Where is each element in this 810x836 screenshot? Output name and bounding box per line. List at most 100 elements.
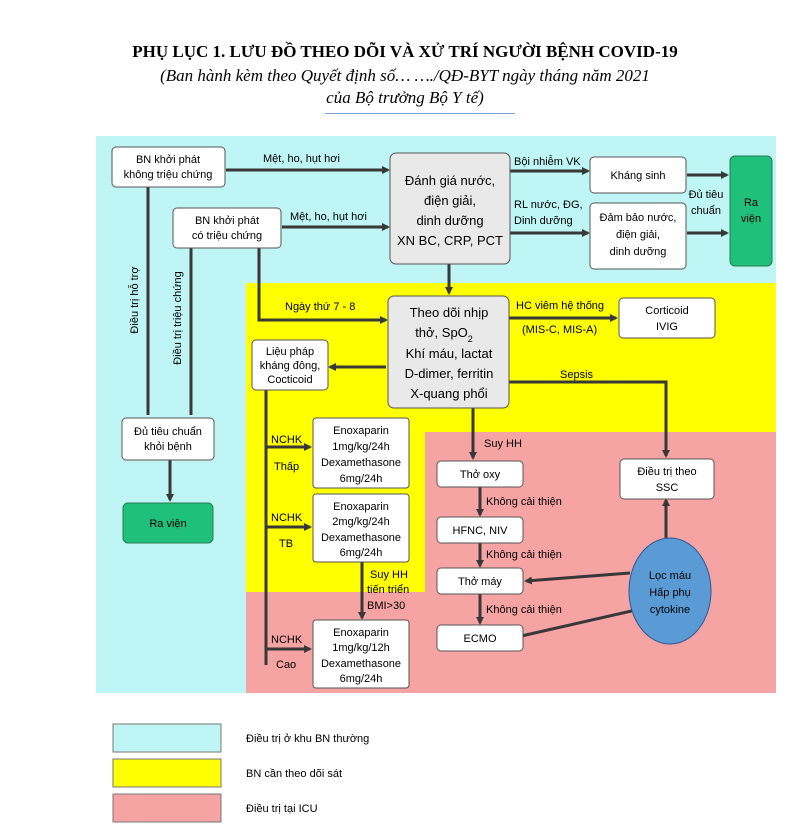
box-asymptomatic-onset: BN khởi phát không triệu chứng <box>111 146 226 188</box>
box-fluid-electrolyte: Đảm bảo nước, điện giải, dinh dưỡng <box>589 202 687 270</box>
svg-text:Không cải thiện: Không cải thiện <box>486 549 562 561</box>
page-subtitle-line2: của Bộ trưởng Bộ Y tế) <box>326 88 484 107</box>
svg-text:1mg/kg/12h: 1mg/kg/12h <box>332 642 389 654</box>
svg-text:Theo dõi nhịp: Theo dõi nhịp <box>410 305 489 320</box>
svg-text:Dexamethasone: Dexamethasone <box>321 457 401 469</box>
svg-text:Mệt, ho, hụt hơi: Mệt, ho, hụt hơi <box>263 153 340 165</box>
svg-text:Đảm bảo nước,: Đảm bảo nước, <box>600 212 677 224</box>
svg-text:Suy HH: Suy HH <box>370 569 408 581</box>
svg-text:BMI>30: BMI>30 <box>367 600 405 612</box>
svg-text:Không cải thiện: Không cải thiện <box>486 496 562 508</box>
svg-text:Sepsis: Sepsis <box>560 369 594 381</box>
box-discharge-criteria: Đủ tiêu chuẩn khỏi bệnh <box>121 417 215 461</box>
svg-text:Dinh dưỡng: Dinh dưỡng <box>514 215 573 227</box>
svg-text:NCHK: NCHK <box>271 434 303 446</box>
svg-text:chuẩn: chuẩn <box>691 205 721 217</box>
svg-text:Khí máu, lactat: Khí máu, lactat <box>406 346 493 361</box>
svg-text:Thấp: Thấp <box>274 461 299 473</box>
box-monitoring: Theo dõi nhịp thở, SpO2 Khí máu, lactat … <box>387 295 510 409</box>
legend-item-normal-ward: Điều trị ở khu BN thường <box>112 723 369 753</box>
svg-text:Ra: Ra <box>744 197 759 209</box>
svg-text:Hấp phụ: Hấp phụ <box>649 587 691 599</box>
box-dose-high: Enoxaparin 1mg/kg/12h Dexamethasone 6mg/… <box>312 619 410 689</box>
svg-text:BN cần theo dõi sát: BN cần theo dõi sát <box>246 768 342 780</box>
box-ventilator: Thở máy <box>436 567 524 595</box>
svg-text:Mệt, ho, hụt hơi: Mệt, ho, hụt hơi <box>290 211 367 223</box>
svg-text:Thở máy: Thở máy <box>458 576 502 588</box>
svg-text:Dexamethasone: Dexamethasone <box>321 658 401 670</box>
edge-labels: Mệt, ho, hụt hơi Mệt, ho, hụt hơi Bội nh… <box>128 153 723 671</box>
svg-text:dinh dưỡng: dinh dưỡng <box>610 246 667 258</box>
svg-text:Cao: Cao <box>276 659 296 671</box>
svg-text:NCHK: NCHK <box>271 634 303 646</box>
connectors <box>146 166 729 665</box>
svg-text:kháng đông,: kháng đông, <box>260 360 321 372</box>
svg-text:cytokine: cytokine <box>650 604 690 616</box>
svg-text:Ngày thứ 7 - 8: Ngày thứ 7 - 8 <box>285 301 355 313</box>
legend-item-icu: Điều trị tại ICU <box>112 793 318 823</box>
svg-text:khỏi bệnh: khỏi bệnh <box>144 441 192 453</box>
svg-text:Điều trị ở khu BN thường: Điều trị ở khu BN thường <box>246 733 369 745</box>
svg-text:Điều trị hỗ trợ: Điều trị hỗ trợ <box>128 266 141 333</box>
svg-text:ECMO: ECMO <box>464 633 497 645</box>
box-assessment: Đánh giá nước, điện giải, dinh dưỡng XN … <box>389 152 511 265</box>
box-oxygen: Thở oxy <box>436 460 524 488</box>
svg-text:tiến triển: tiến triển <box>367 584 409 596</box>
svg-text:D-dimer, ferritin: D-dimer, ferritin <box>405 366 494 381</box>
svg-text:SSC: SSC <box>656 482 679 494</box>
svg-text:Điều trị theo: Điều trị theo <box>637 466 696 478</box>
svg-text:TB: TB <box>279 538 293 550</box>
subtitle-underline <box>325 113 515 114</box>
page-title: PHỤ LỤC 1. LƯU ĐỒ THEO DÕI VÀ XỬ TRÍ NGƯ… <box>132 42 678 61</box>
svg-text:NCHK: NCHK <box>271 512 303 524</box>
svg-text:BN khởi phát: BN khởi phát <box>195 215 259 227</box>
box-ecmo: ECMO <box>436 624 524 652</box>
svg-text:Suy HH: Suy HH <box>484 438 522 450</box>
svg-text:Ra viện: Ra viện <box>149 518 186 530</box>
svg-text:Thở oxy: Thở oxy <box>460 469 501 481</box>
svg-text:Đủ tiêu: Đủ tiêu <box>689 189 724 201</box>
svg-text:HC viêm hệ thống: HC viêm hệ thống <box>516 300 604 312</box>
box-ssc-treatment: Điều trị theo SSC <box>619 458 715 500</box>
svg-text:Điều trị triệu chứng: Điều trị triệu chứng <box>172 271 184 365</box>
svg-text:XN BC, CRP, PCT: XN BC, CRP, PCT <box>397 233 503 248</box>
svg-text:6mg/24h: 6mg/24h <box>340 473 383 485</box>
legend-item-close-monitoring: BN cần theo dõi sát <box>112 758 342 788</box>
svg-text:Enoxaparin: Enoxaparin <box>333 627 389 639</box>
svg-text:Kháng sinh: Kháng sinh <box>610 170 665 182</box>
svg-text:điện giải,: điện giải, <box>424 193 476 208</box>
svg-text:Enoxaparin: Enoxaparin <box>333 501 389 513</box>
svg-text:HFNC, NIV: HFNC, NIV <box>453 525 509 537</box>
svg-text:2mg/kg/24h: 2mg/kg/24h <box>332 516 389 528</box>
box-discharge-left: Ra viện <box>122 502 214 544</box>
svg-text:6mg/24h: 6mg/24h <box>340 547 383 559</box>
page-subtitle-line1: (Ban hành kèm theo Quyết định số… …./QĐ-… <box>160 66 650 85</box>
box-hfnc-niv: HFNC, NIV <box>436 516 524 544</box>
svg-text:1mg/kg/24h: 1mg/kg/24h <box>332 441 389 453</box>
svg-text:thở, SpO2: thở, SpO2 <box>415 325 473 344</box>
box-corticoid-ivig: Corticoid IVIG <box>618 297 716 339</box>
svg-text:6mg/24h: 6mg/24h <box>340 673 383 685</box>
svg-text:RL nước, ĐG,: RL nước, ĐG, <box>514 199 583 211</box>
svg-text:dinh dưỡng: dinh dưỡng <box>416 213 483 228</box>
svg-text:không triệu chứng: không triệu chứng <box>124 169 213 181</box>
box-discharge-right: Ra viện <box>729 155 773 267</box>
svg-text:IVIG: IVIG <box>656 321 678 333</box>
svg-text:Đánh giá nước,: Đánh giá nước, <box>405 173 495 188</box>
box-dose-low: Enoxaparin 1mg/kg/24h Dexamethasone 6mg/… <box>312 417 410 489</box>
svg-text:Cocticoid: Cocticoid <box>267 374 312 386</box>
svg-text:Liệu pháp: Liệu pháp <box>266 346 314 358</box>
svg-text:X-quang phổi: X-quang phổi <box>410 386 487 401</box>
svg-text:Điều trị tại ICU: Điều trị tại ICU <box>246 803 318 815</box>
legend: Điều trị ở khu BN thường BN cần theo dõi… <box>112 723 369 823</box>
svg-text:Enoxaparin: Enoxaparin <box>333 425 389 437</box>
box-symptomatic-onset: BN khởi phát có triệu chứng <box>172 207 282 249</box>
circle-blood-filtration: Lọc máu Hấp phụ cytokine <box>628 537 712 645</box>
box-dose-medium: Enoxaparin 2mg/kg/24h Dexamethasone 6mg/… <box>312 493 410 563</box>
box-anticoagulant: Liệu pháp kháng đông, Cocticoid <box>251 339 329 391</box>
svg-text:Bội nhiễm VK: Bội nhiễm VK <box>514 155 581 168</box>
svg-text:(MIS-C, MIS-A): (MIS-C, MIS-A) <box>522 324 597 336</box>
svg-text:BN khởi phát: BN khởi phát <box>136 154 200 166</box>
svg-text:có triệu chứng: có triệu chứng <box>192 230 262 242</box>
